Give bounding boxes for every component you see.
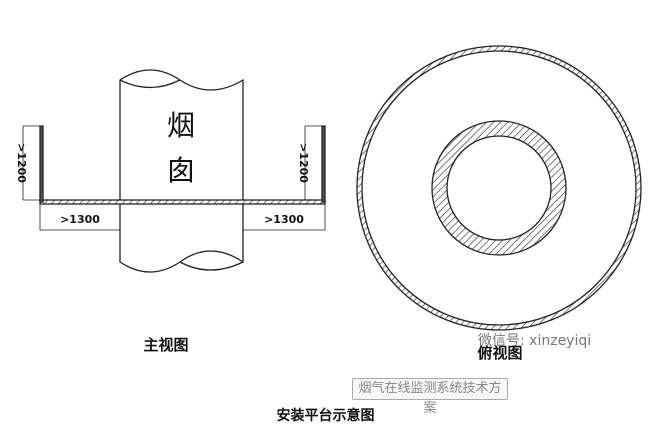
width-left: >1300 bbox=[60, 213, 100, 226]
chimney-label-2: 囱 bbox=[167, 154, 195, 187]
height-right: >1200 bbox=[297, 143, 310, 183]
front-view bbox=[22, 69, 326, 273]
top-view bbox=[356, 45, 642, 331]
chimney-label-1: 烟 bbox=[167, 109, 195, 142]
figure-caption: 安装平台示意图 bbox=[276, 408, 375, 424]
railing-left bbox=[39, 125, 44, 203]
source-tag[interactable]: 烟气在线监测系统技术方案 bbox=[352, 378, 508, 416]
installation-platform-diagram: 烟 囱 >1200 >1200 >1300 >1300 主视图 俯视图 bbox=[15, 45, 642, 362]
height-left: >1200 bbox=[15, 143, 28, 183]
top-view-title: 俯视图 bbox=[477, 344, 522, 362]
width-right: >1300 bbox=[264, 213, 304, 226]
watermark: 微信号: xinzeyiqi bbox=[478, 333, 592, 349]
front-view-title: 主视图 bbox=[143, 336, 188, 354]
railing-right bbox=[321, 125, 326, 203]
platform-floor bbox=[39, 199, 326, 205]
